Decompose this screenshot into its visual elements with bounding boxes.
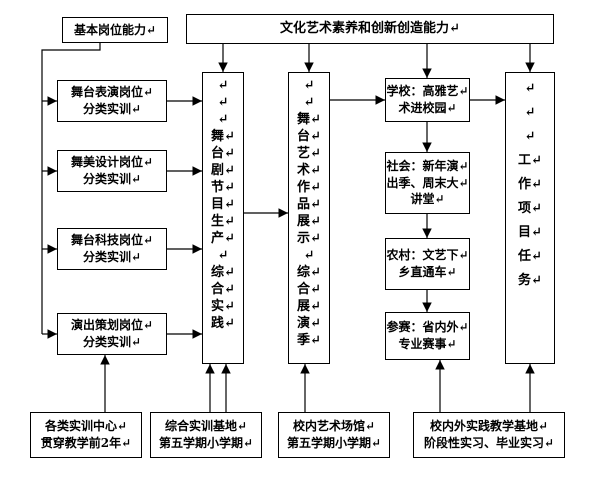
program-production-practice-label: ↵ ↵ ↵ 舞↵ 台↵ 剧↵ 节↵ 目↵ 生↵ 产↵ ↵ 综↵ 合↵ 实↵ 践↵ — [211, 78, 235, 331]
culture-art-ability-label: 文化艺术素养和创新创造能力↵ — [280, 20, 460, 36]
school-channel-label: 学校：高雅艺↵ 术进校园↵ — [386, 84, 469, 115]
box-artwork-exhibition-season: ↵ ↵ 舞↵ 台↵ 艺↵ 术↵ 作↵ 品↵ 展↵ 示↵ ↵ 综↵ 合↵ 展↵ 演… — [288, 72, 330, 364]
box-competition-channel: 参赛：省内外↵ 专业赛事↵ — [385, 312, 470, 360]
box-rural-channel: 农村：文艺下↵ 乡直通车↵ — [385, 238, 470, 290]
flow-lines — [41, 43, 535, 412]
box-campus-art-venues: 校内艺术场馆↵ 第五学期小学期↵ — [278, 412, 390, 458]
show-planning-training-label: 演出策划岗位↵ 分类实训↵ — [70, 318, 154, 349]
box-work-project-tasks: ↵ ↵ ↵ 工↵ 作↵ 项↵ 目↵ 任↵ 务↵ — [505, 72, 555, 364]
campus-art-venues-label: 校内艺术场馆↵ 第五学期小学期↵ — [286, 419, 382, 450]
artwork-exhibition-season-label: ↵ ↵ 舞↵ 台↵ 艺↵ 术↵ 作↵ 品↵ 展↵ 示↵ ↵ 综↵ 合↵ 展↵ 演… — [297, 78, 321, 348]
work-project-tasks-label: ↵ ↵ ↵ 工↵ 作↵ 项↵ 目↵ 任↵ 务↵ — [518, 81, 542, 288]
society-channel-label: 社会：新年演↵ 出季、周末大↵ 讲堂↵ — [386, 158, 469, 207]
stage-design-training-label: 舞美设计岗位↵ 分类实训↵ — [70, 155, 154, 186]
box-comprehensive-training-base: 综合实训基地↵ 第五学期小学期↵ — [150, 412, 262, 458]
box-school-channel: 学校：高雅艺↵ 术进校园↵ — [385, 78, 470, 122]
box-basic-post-ability: 基本岗位能力↵ — [62, 17, 168, 43]
box-program-production-practice: ↵ ↵ ↵ 舞↵ 台↵ 剧↵ 节↵ 目↵ 生↵ 产↵ ↵ 综↵ 合↵ 实↵ 践↵ — [202, 72, 244, 364]
box-stage-performance-training: 舞台表演岗位↵ 分类实训↵ — [57, 80, 167, 122]
box-training-centers: 各类实训中心↵ 贯穿教学前2年↵ — [30, 412, 142, 458]
stage-tech-training-label: 舞台科技岗位↵ 分类实训↵ — [70, 233, 154, 264]
box-culture-art-ability: 文化艺术素养和创新创造能力↵ — [186, 14, 554, 44]
box-stage-tech-training: 舞台科技岗位↵ 分类实训↵ — [57, 228, 167, 270]
practice-teaching-bases-label: 校内外实践教学基地↵ 阶段性实习、毕业实习↵ — [423, 419, 555, 450]
box-practice-teaching-bases: 校内外实践教学基地↵ 阶段性实习、毕业实习↵ — [413, 412, 565, 458]
training-centers-label: 各类实训中心↵ 贯穿教学前2年↵ — [40, 419, 132, 450]
stage-performance-training-label: 舞台表演岗位↵ 分类实训↵ — [70, 85, 154, 116]
comprehensive-training-base-label: 综合实训基地↵ 第五学期小学期↵ — [158, 419, 254, 450]
box-show-planning-training: 演出策划岗位↵ 分类实训↵ — [57, 313, 167, 355]
box-stage-design-training: 舞美设计岗位↵ 分类实训↵ — [57, 150, 167, 192]
box-society-channel: 社会：新年演↵ 出季、周末大↵ 讲堂↵ — [385, 152, 470, 214]
rural-channel-label: 农村：文艺下↵ 乡直通车↵ — [386, 248, 469, 279]
competition-channel-label: 参赛：省内外↵ 专业赛事↵ — [386, 320, 469, 351]
basic-post-ability-label: 基本岗位能力↵ — [73, 22, 157, 37]
